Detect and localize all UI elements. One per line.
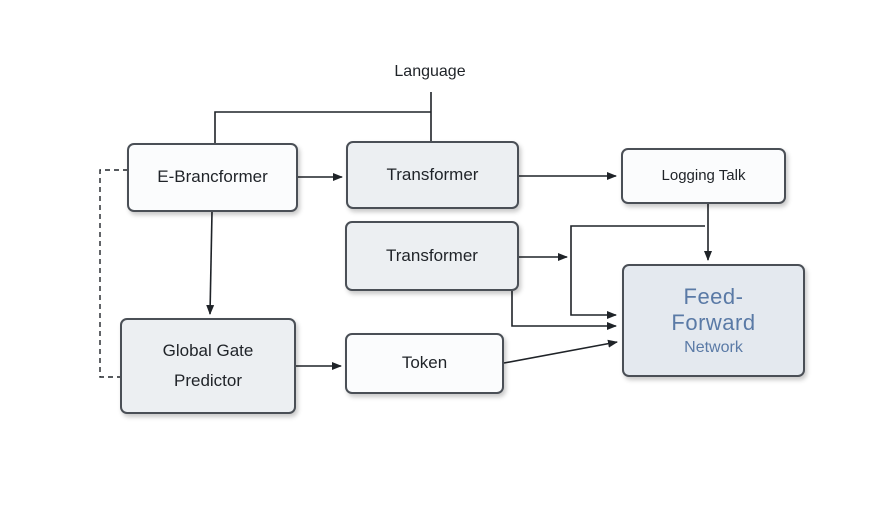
global-gate-label-line2: Predictor xyxy=(173,371,243,390)
global-gate-label-line1: Global Gate xyxy=(162,340,254,360)
routing-line-to-ffn xyxy=(570,225,705,319)
language-label: Language xyxy=(394,63,466,80)
language-bracket-line xyxy=(214,92,432,144)
transformer-mid-node[interactable]: Transformer xyxy=(345,221,519,291)
arrow-ebranchformer-to-global-gate xyxy=(206,211,215,315)
transformer-mid-label: Transformer xyxy=(386,245,478,265)
arrow-transformer-mid-to-ffn xyxy=(511,291,617,330)
logging-talk-node[interactable]: Logging Talk xyxy=(621,148,786,204)
transformer-top-label: Transformer xyxy=(386,164,479,184)
arrow-token-to-ffn xyxy=(503,339,618,364)
ffn-label-line3: Network xyxy=(684,338,743,356)
ebranchformer-node[interactable]: E-Brancformer xyxy=(127,143,298,212)
token-label: Token xyxy=(401,353,448,373)
ffn-label-line1: Feed- xyxy=(683,284,744,310)
dashed-feedback-loop xyxy=(99,169,128,378)
ebranchformer-label: E-Brancformer xyxy=(157,167,268,187)
global-gate-predictor-node[interactable]: Global Gate Predictor xyxy=(120,318,296,414)
logging-talk-label: Logging Talk xyxy=(661,167,746,185)
ffn-label-line2: Forward xyxy=(671,309,756,335)
transformer-top-node[interactable]: Transformer xyxy=(346,141,519,209)
token-node[interactable]: Token xyxy=(345,333,504,394)
feed-forward-network-node[interactable]: Feed- Forward Network xyxy=(622,264,805,377)
